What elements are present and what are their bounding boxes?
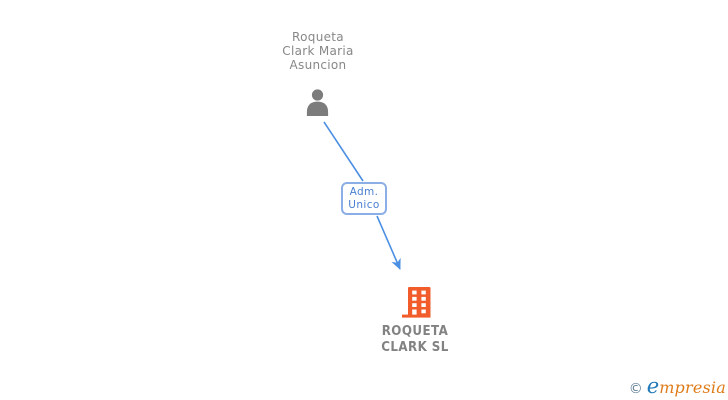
person-icon <box>306 89 329 116</box>
company-name-line: ROQUETA <box>381 323 449 339</box>
relation-label-box[interactable]: Adm. Unico <box>341 182 387 215</box>
empresia-logo[interactable]: © e mpresia <box>628 374 726 398</box>
relation-label-line: Adm. <box>349 185 379 198</box>
person-name-line: Roqueta <box>292 30 344 44</box>
person-node-label[interactable]: Roqueta Clark Maria Asuncion <box>238 30 398 72</box>
person-name-line: Clark Maria <box>282 44 354 58</box>
building-icon <box>402 287 431 318</box>
person-name-line: Asuncion <box>289 58 347 72</box>
company-name-line: CLARK SL <box>381 339 449 355</box>
copyright-icon: © <box>628 381 643 397</box>
empresia-brand-rest: mpresia <box>659 378 726 397</box>
relation-label-line: Unico <box>348 198 380 211</box>
company-node[interactable] <box>402 287 431 318</box>
company-node-label[interactable]: ROQUETA CLARK SL <box>353 323 476 355</box>
edge-person-to-relation <box>323 121 364 182</box>
empresia-brand-initial: e <box>646 374 660 398</box>
edge-relation-to-company <box>376 215 401 270</box>
person-node[interactable] <box>302 87 333 118</box>
